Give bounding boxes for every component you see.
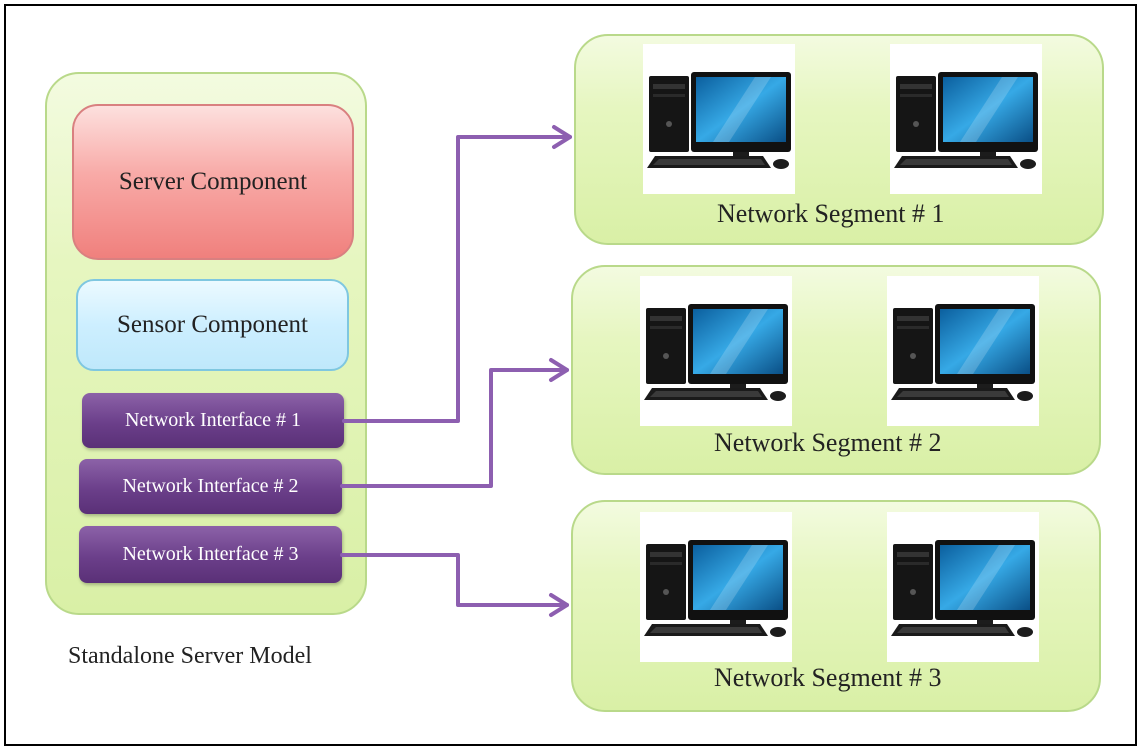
network-interface-2-label: Network Interface # 2 <box>122 475 299 497</box>
desktop-computer-icon <box>640 512 792 662</box>
network-segment-3-label: Network Segment # 3 <box>714 663 942 692</box>
server-model-caption: Standalone Server Model <box>68 643 312 669</box>
arrowhead <box>552 125 572 149</box>
server-component: Server Component <box>72 104 354 260</box>
network-interface-1: Network Interface # 1 <box>82 393 344 448</box>
network-segment-2-label: Network Segment # 2 <box>714 428 942 457</box>
connector-interface-3 <box>340 553 569 607</box>
network-interface-2: Network Interface # 2 <box>79 459 342 514</box>
sensor-component: Sensor Component <box>76 279 349 371</box>
network-interface-3: Network Interface # 3 <box>79 526 342 583</box>
desktop-computer-icon <box>643 44 795 194</box>
connector-interface-2 <box>340 368 569 488</box>
network-interface-3-label: Network Interface # 3 <box>122 543 299 565</box>
server-component-label: Server Component <box>118 168 308 195</box>
desktop-computer-icon <box>890 44 1042 194</box>
arrowhead <box>549 358 569 382</box>
network-interface-1-label: Network Interface # 1 <box>124 409 302 431</box>
desktop-computer-icon <box>887 276 1039 426</box>
desktop-computer-icon <box>887 512 1039 662</box>
network-segment-1-label: Network Segment # 1 <box>717 199 945 228</box>
arrowhead <box>549 593 569 617</box>
desktop-computer-icon <box>640 276 792 426</box>
connector-interface-1 <box>342 135 572 423</box>
sensor-component-label: Sensor Component <box>117 311 308 338</box>
